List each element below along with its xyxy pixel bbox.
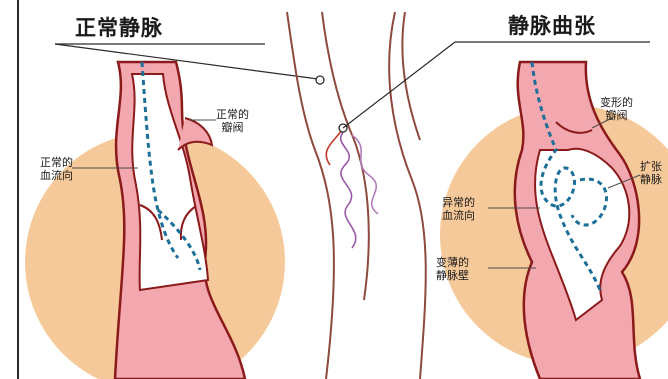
label-normal-flow-line2: 血流向 [40, 169, 73, 182]
left-title-leader [55, 44, 318, 79]
left-leader-dot [316, 76, 324, 84]
label-thin-wall: 变薄的 静脉壁 [436, 256, 469, 282]
label-abnormal-flow-line2: 血流向 [442, 209, 475, 222]
right-title-leader [343, 42, 455, 128]
label-thin-wall-line1: 变薄的 [436, 256, 469, 269]
label-normal-valve-line2: 瓣阀 [216, 121, 249, 134]
title-normal-vein: 正常静脉 [75, 12, 163, 42]
label-normal-flow-line1: 正常的 [40, 156, 73, 169]
leg-sketch [287, 12, 426, 379]
label-dilated-vein: 扩张 静脉 [640, 160, 662, 186]
label-dilated-vein-line1: 扩张 [640, 160, 662, 173]
varicose-squiggle [326, 126, 378, 248]
label-dilated-vein-line2: 静脉 [640, 173, 662, 186]
label-abnormal-flow: 异常的 血流向 [442, 196, 475, 222]
label-deformed-valve-line1: 变形的 [600, 96, 633, 109]
label-abnormal-flow-line1: 异常的 [442, 196, 475, 209]
title-varicose-vein: 静脉曲张 [508, 10, 596, 40]
label-normal-valve: 正常的 瓣阀 [216, 108, 249, 134]
label-normal-flow: 正常的 血流向 [40, 156, 73, 182]
label-normal-valve-line1: 正常的 [216, 108, 249, 121]
label-deformed-valve: 变形的 瓣阀 [600, 96, 633, 122]
label-thin-wall-line2: 静脉壁 [436, 269, 469, 282]
label-deformed-valve-line2: 瓣阀 [600, 109, 633, 122]
